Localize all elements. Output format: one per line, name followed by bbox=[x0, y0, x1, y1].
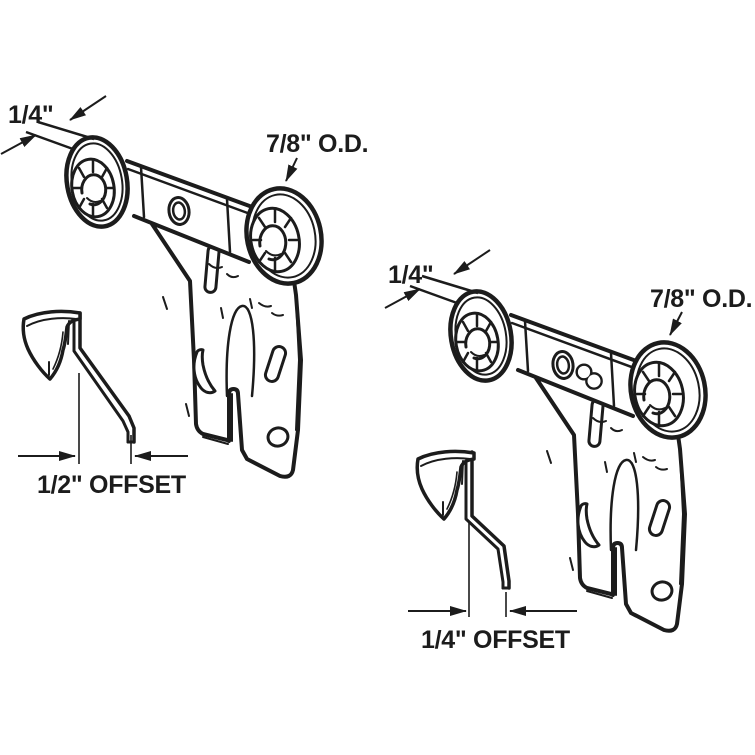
callout-arrow bbox=[285, 157, 298, 182]
label-roller-diameter-left: 7/8" O.D. bbox=[266, 130, 368, 158]
left-offset-dimension: 1/2" OFFSET bbox=[18, 373, 188, 499]
dimension-arrow bbox=[384, 288, 421, 309]
left-offset-clip bbox=[21, 309, 136, 444]
left-width-dimension: 1/4" bbox=[0, 95, 107, 155]
right-width-dimension: 1/4" bbox=[384, 249, 491, 309]
label-roller-diameter-right: 7/8" O.D. bbox=[650, 285, 752, 313]
right-offset-dimension: 1/4" OFFSET bbox=[408, 523, 577, 654]
label-roller-width-right: 1/4" bbox=[388, 261, 433, 289]
right-roller-assembly: 1/4" 7/8" O.D. 1/4" OFFSET bbox=[384, 249, 753, 654]
dimension-arrow bbox=[453, 249, 491, 275]
dimension-arrow bbox=[69, 95, 107, 121]
label-bracket-offset-right: 1/4" OFFSET bbox=[421, 626, 570, 654]
dimension-arrow bbox=[0, 134, 37, 155]
right-offset-clip bbox=[415, 449, 511, 590]
label-bracket-offset-left: 1/2" OFFSET bbox=[37, 471, 186, 499]
arm-peanut-hole bbox=[575, 363, 603, 390]
callout-arrow bbox=[669, 311, 683, 336]
left-diameter-callout: 7/8" O.D. bbox=[266, 130, 369, 182]
right-diameter-callout: 7/8" O.D. bbox=[650, 285, 753, 336]
label-roller-width-left: 1/4" bbox=[8, 101, 53, 129]
left-roller-assembly: 1/4" 7/8" O.D. 1/2" OFFSET bbox=[0, 95, 369, 499]
